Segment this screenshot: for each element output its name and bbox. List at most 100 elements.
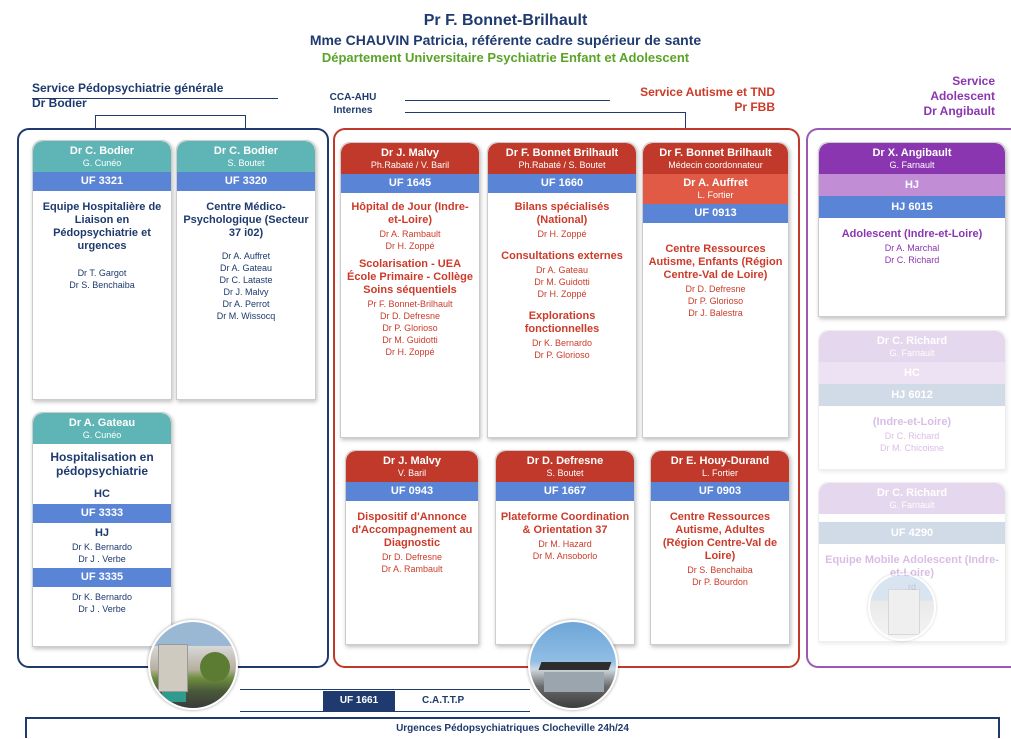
cattp-label: C.A.T.T.P (422, 695, 465, 706)
uf-badge: UF 0903 (651, 482, 789, 501)
staff-name: Dr A. Marchal (884, 243, 940, 253)
hj-label: HJ (819, 174, 1005, 196)
card-doctor: Dr X. Angibault (872, 147, 952, 159)
staff-name: Dr C. Richard (884, 255, 940, 265)
card-cadre: G. Cunéo (82, 430, 122, 440)
card-uf1660: Dr F. Bonnet Brilhault Ph.Rabaté / S. Bo… (487, 142, 637, 438)
staff-name: Dr D. Defresne (685, 284, 746, 294)
card-uf0903: Dr E. Houy-Durand L. Fortier UF 0903 Cen… (650, 450, 790, 645)
uf-badge: UF 3335 (33, 568, 171, 587)
card-uf1667: Dr D. Defresne S. Boutet UF 1667 Platefo… (495, 450, 635, 645)
canopy-shape (538, 662, 612, 670)
cattp-uf-badge: UF 1661 (323, 691, 395, 711)
department-name: Département Universitaire Psychiatrie En… (321, 50, 690, 65)
urgences-banner: Urgences Pédopsychiatriques Clocheville … (25, 717, 1000, 738)
staff-name: Dr C. Lataste (219, 275, 273, 285)
cattp-line (240, 711, 530, 712)
building-photo-left (148, 620, 238, 710)
uf-badge: UF 0943 (346, 482, 478, 501)
unit-title: Centre Ressources Autisme, Adultes (Régi… (662, 511, 778, 562)
card-doctor: Dr C. Bodier (213, 145, 279, 157)
page-subtitle: Mme CHAUVIN Patricia, référente cadre su… (309, 32, 702, 48)
card-uf0943: Dr J. Malvy V. Baril UF 0943 Dispositif … (345, 450, 479, 645)
card-doctor: Dr F. Bonnet Brilhault (659, 147, 772, 159)
card-uf4290: Dr C. Richard G. Farnault UF 4290 Equipe… (818, 482, 1006, 642)
connector (685, 112, 686, 129)
card-uf1645: Dr J. Malvy Ph.Rabaté / V. Baril UF 1645… (340, 142, 480, 438)
uf-badge: UF 3320 (177, 172, 315, 191)
unit-title: Centre Médico-Psychologique (Secteur 37 … (183, 201, 309, 239)
card-cadre: S. Boutet (546, 468, 584, 478)
staff-name: Dr M. Wissocq (216, 311, 276, 321)
staff-name: Pr F. Bonnet-Brilhault (367, 299, 453, 309)
card-doctor: Dr F. Bonnet Brilhault (505, 147, 619, 159)
building-shape (158, 644, 188, 692)
card-uf3320: Dr C. Bodier S. Boutet UF 3320 Centre Mé… (176, 140, 316, 400)
card-hj6015: Dr X. Angibault G. Farnault HJ HJ 6015 A… (818, 142, 1006, 317)
card-doctor: Dr J. Malvy (380, 147, 440, 159)
unit-title: Equipe Hospitalière de Liaison en Pédops… (42, 201, 162, 252)
staff-name: Dr H. Zoppé (385, 241, 435, 251)
staff-name: Dr H. Zoppé (537, 229, 587, 239)
card-cadre: Ph.Rabaté / S. Boutet (518, 160, 606, 170)
card-doctor: Dr C. Bodier (69, 145, 135, 157)
uf-badge: UF 3333 (33, 504, 171, 523)
unit-title: Plateforme Coordination & Orientation 37 (500, 511, 630, 536)
left-service-head: Dr Bodier (32, 96, 87, 110)
unit-title: Bilans spécialisés (National) (514, 201, 610, 226)
unit-title: Hospitalisation en pédopsychiatrie (50, 450, 154, 478)
staff-name: Dr A. Perrot (222, 299, 270, 309)
card-header: Dr C. Bodier G. Cunéo (33, 141, 171, 172)
connector (32, 98, 278, 99)
card-hj6012: Dr C. Richard G. Farnault HC HJ 6012 (In… (818, 330, 1006, 470)
staff-name: Dr A. Gateau (219, 263, 273, 273)
staff-name: Dr H. Zoppé (385, 347, 435, 357)
staff-name: Dr P. Glorioso (534, 350, 590, 360)
ado-service-line1: Service (952, 74, 995, 88)
staff-name: Dr P. Glorioso (687, 296, 744, 306)
card-cadre: L. Fortier (701, 468, 738, 478)
staff-name: Dr M. Ansoborlo (532, 551, 598, 561)
cattp-line (240, 689, 530, 690)
uf-badge: UF 1645 (341, 174, 479, 193)
shop-sign (162, 692, 186, 702)
card-doctor: Dr C. Richard (876, 487, 948, 499)
card-cadre: G. Farnault (889, 348, 935, 358)
uf-badge: UF 1667 (496, 482, 634, 501)
staff-name: Dr J . Verbe (78, 554, 126, 564)
ado-service-line3: Dr Angibault (923, 104, 995, 118)
card-doctor: Dr D. Defresne (526, 455, 604, 467)
staff-name: Dr J . Verbe (78, 604, 126, 614)
staff-name: Dr P. Glorioso (382, 323, 438, 333)
tree-shape (200, 652, 230, 682)
unit-title: Consultations externes (501, 250, 623, 262)
hc-label: HC (94, 488, 110, 500)
card-cadre: Ph.Rabaté / V. Baril (370, 160, 450, 170)
card-cadre: G. Cunéo (82, 158, 122, 168)
staff-name: Dr A. Gateau (535, 265, 589, 275)
staff-name: Dr S. Benchaiba (69, 280, 135, 290)
connector (245, 115, 246, 129)
connector (405, 112, 685, 113)
card-subheader: Dr A. Auffret L. Fortier (643, 174, 788, 204)
unit-title: Explorations fonctionnelles (524, 310, 600, 335)
hj-label: HJ (94, 527, 110, 539)
card-doctor: Dr C. Richard (876, 335, 948, 347)
card-cadre: G. Farnault (889, 160, 935, 170)
staff-name: Dr K. Bernardo (71, 592, 133, 602)
card-doctor: Dr E. Houy-Durand (670, 455, 770, 467)
uf-badge: HJ 6015 (819, 196, 1005, 218)
staff-name: Dr S. Benchaiba (687, 565, 753, 575)
building-photo-center (528, 620, 618, 710)
staff-name: Dr A. Rambault (381, 564, 443, 574)
cca-label: CCA-AHU Internes (318, 91, 388, 117)
unit-title: (Indre-et-Loire) (872, 416, 952, 428)
uf-badge: UF 1660 (488, 174, 636, 193)
staff-name: Dr D. Defresne (379, 311, 441, 321)
building-shape (544, 672, 604, 692)
page-title: Pr F. Bonnet-Brilhault (423, 12, 588, 29)
card-uf3321: Dr C. Bodier G. Cunéo UF 3321 Equipe Hos… (32, 140, 172, 400)
unit-title: Dispositif d'Annonce d'Accompagnement au… (351, 511, 473, 549)
autism-service-label: Service Autisme et TND Pr FBB (560, 85, 775, 115)
staff-name: Dr C. Richard (884, 431, 940, 441)
